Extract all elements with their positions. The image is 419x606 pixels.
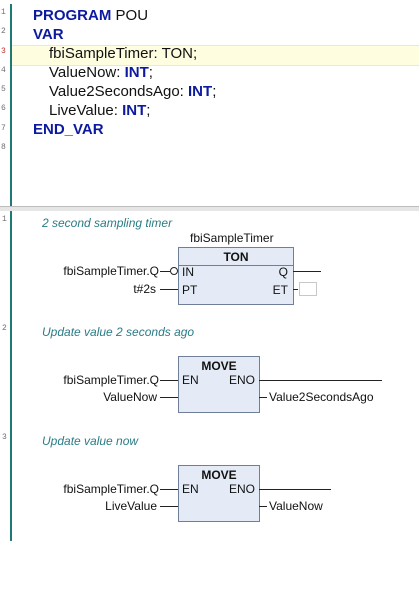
negation-circle bbox=[170, 267, 178, 275]
input-wire bbox=[160, 506, 178, 507]
input-variable[interactable]: ValueNow bbox=[103, 390, 157, 404]
block-title: MOVE bbox=[201, 468, 237, 482]
input-variable[interactable]: fbiSampleTimer.Q bbox=[63, 373, 159, 387]
empty-output-slot[interactable] bbox=[299, 282, 317, 296]
colon: : bbox=[116, 64, 125, 81]
pin-en: EN bbox=[182, 482, 199, 496]
input-variable[interactable]: fbiSampleTimer.Q bbox=[63, 482, 159, 496]
pin-et: ET bbox=[272, 283, 288, 297]
colon: : bbox=[113, 102, 123, 119]
pin-eno: ENO bbox=[228, 482, 255, 496]
network-comment[interactable]: Update value 2 seconds ago bbox=[42, 325, 195, 339]
network-number: 2 bbox=[2, 324, 7, 333]
variable-declaration[interactable]: LiveValue: INT; bbox=[33, 101, 150, 120]
input-wire bbox=[160, 289, 178, 290]
network-number: 3 bbox=[2, 433, 7, 442]
line-number: 2 bbox=[1, 27, 6, 36]
variable-name: Value2SecondsAgo bbox=[49, 83, 180, 100]
block-divider bbox=[179, 265, 293, 266]
network-comment[interactable]: 2 second sampling timer bbox=[42, 216, 173, 230]
variable-declaration[interactable]: fbiSampleTimer: TON; bbox=[33, 44, 197, 63]
ton-block[interactable]: TON IN PT Q ET bbox=[178, 247, 294, 305]
output-wire-eno bbox=[259, 489, 331, 490]
output-wire-q bbox=[293, 271, 321, 272]
pin-q: Q bbox=[278, 265, 288, 279]
instance-name[interactable]: fbiSampleTimer bbox=[190, 231, 274, 245]
line-number: 3 bbox=[1, 47, 6, 56]
move-block[interactable]: MOVE EN ENO bbox=[178, 356, 260, 413]
var-keyword: VAR bbox=[33, 26, 64, 43]
input-wire bbox=[160, 380, 178, 381]
input-wire bbox=[160, 489, 178, 490]
line-number: 8 bbox=[1, 143, 6, 152]
output-wire bbox=[259, 397, 267, 398]
line-number: 5 bbox=[1, 85, 6, 94]
input-wire bbox=[160, 271, 170, 272]
pin-eno: ENO bbox=[228, 373, 255, 387]
end-var-keyword: END_VAR bbox=[33, 121, 104, 138]
pin-pt: PT bbox=[182, 283, 198, 297]
output-variable[interactable]: ValueNow bbox=[269, 499, 323, 513]
program-keyword: PROGRAM bbox=[33, 7, 112, 24]
line-number: 6 bbox=[1, 104, 6, 113]
end-var-line[interactable]: END_VAR bbox=[33, 120, 104, 139]
network-gutter-bar bbox=[10, 211, 12, 541]
network-comment[interactable]: Update value now bbox=[42, 434, 139, 448]
program-name: POU bbox=[115, 7, 149, 24]
pin-in: IN bbox=[182, 265, 194, 279]
variable-type: INT bbox=[188, 83, 213, 100]
output-variable[interactable]: Value2SecondsAgo bbox=[269, 390, 374, 404]
variable-declaration[interactable]: Value2SecondsAgo: INT; bbox=[33, 82, 216, 101]
input-variable[interactable]: fbiSampleTimer.Q bbox=[63, 264, 159, 278]
semicolon: ; bbox=[192, 45, 198, 62]
input-wire bbox=[160, 397, 178, 398]
variable-type: INT bbox=[122, 102, 147, 119]
variable-declaration[interactable]: ValueNow: INT; bbox=[33, 63, 153, 82]
editor-gutter-bar bbox=[10, 4, 12, 206]
block-title: MOVE bbox=[201, 359, 237, 373]
top-toolbar-strip bbox=[0, 0, 419, 4]
colon: : bbox=[179, 83, 189, 100]
colon: : bbox=[153, 45, 162, 62]
semicolon: ; bbox=[146, 102, 151, 119]
input-variable[interactable]: LiveValue bbox=[105, 499, 157, 513]
line-number: 7 bbox=[1, 124, 6, 133]
variable-type: INT bbox=[124, 64, 149, 81]
fbd-editor[interactable]: 1 2 second sampling timer fbiSampleTimer… bbox=[0, 211, 419, 541]
pin-en: EN bbox=[182, 373, 199, 387]
line-number: 1 bbox=[1, 8, 6, 17]
output-wire-et bbox=[293, 289, 298, 290]
current-line-highlight bbox=[12, 45, 419, 66]
declaration-editor[interactable]: 1 2 3 4 5 6 7 8 PROGRAM POU VAR fbiSampl… bbox=[0, 4, 419, 206]
variable-name: ValueNow bbox=[49, 64, 117, 81]
output-wire bbox=[259, 506, 267, 507]
block-title: TON bbox=[223, 250, 249, 264]
semicolon: ; bbox=[212, 83, 217, 100]
program-header-line[interactable]: PROGRAM POU bbox=[33, 6, 148, 25]
network-number: 1 bbox=[2, 215, 7, 224]
semicolon: ; bbox=[148, 64, 153, 81]
var-line[interactable]: VAR bbox=[33, 25, 64, 44]
variable-name: LiveValue bbox=[49, 102, 114, 119]
input-variable[interactable]: t#2s bbox=[133, 282, 156, 296]
variable-name: fbiSampleTimer bbox=[49, 45, 154, 62]
variable-type: TON bbox=[161, 45, 193, 62]
output-wire-eno bbox=[259, 380, 382, 381]
move-block[interactable]: MOVE EN ENO bbox=[178, 465, 260, 522]
line-number: 4 bbox=[1, 66, 6, 75]
